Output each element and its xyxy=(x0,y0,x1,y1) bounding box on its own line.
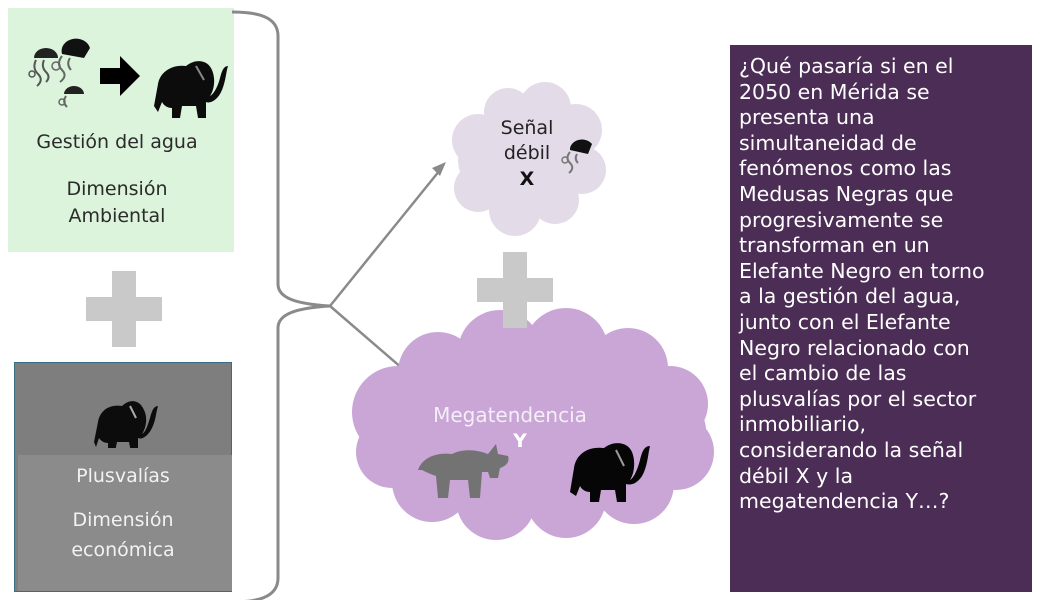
plus-icon xyxy=(86,271,162,347)
arrow-right-icon xyxy=(100,56,140,96)
economy-panel xyxy=(18,455,232,591)
economy-title: Plusvalías xyxy=(76,465,170,487)
megatrend-label: Megatendencia xyxy=(433,403,587,427)
environment-icons xyxy=(28,38,228,118)
environment-dimension: Dimensión Ambiental xyxy=(66,178,168,227)
megatrend-variable: Y xyxy=(513,430,527,452)
elephant-icon xyxy=(154,61,228,118)
weak-signal-cloud xyxy=(452,82,606,236)
weak-signal-label: Señal débil xyxy=(500,117,554,164)
elephant-icon xyxy=(94,401,158,448)
jellyfish-icon xyxy=(561,139,592,174)
curly-brace xyxy=(231,10,331,600)
plus-icon xyxy=(477,252,553,328)
rhino-icon xyxy=(418,444,509,498)
question-text: ¿Qué pasaría si en el 2050 en Mérida se … xyxy=(739,54,985,514)
arrow-to-weak-signal xyxy=(329,162,446,307)
environment-title: Gestión del agua xyxy=(36,131,198,153)
economy-dimension: Dimensión económica xyxy=(71,509,175,561)
weak-signal-variable: X xyxy=(519,168,535,190)
jellyfish-icon xyxy=(28,38,90,108)
question-box xyxy=(730,45,1032,592)
elephant-icon xyxy=(570,443,650,502)
